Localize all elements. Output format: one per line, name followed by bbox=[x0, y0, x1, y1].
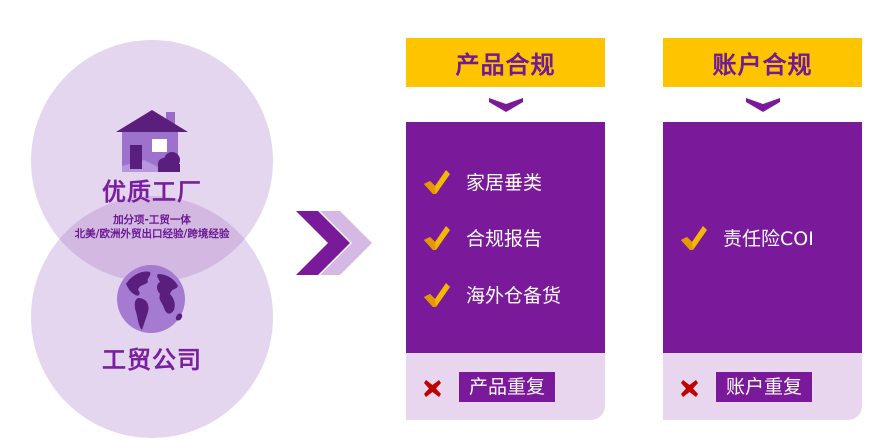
account-compliance-header: 账户合规 bbox=[663, 38, 862, 87]
double-chevron-right-icon bbox=[296, 211, 372, 275]
cross-icon bbox=[424, 379, 441, 397]
checkmark-icon bbox=[424, 225, 450, 250]
cross-icon bbox=[681, 379, 698, 397]
list-item: 责任险COI bbox=[681, 224, 814, 251]
factory-title: 优质工厂 bbox=[102, 178, 202, 206]
checkmark-icon bbox=[424, 282, 450, 307]
list-item: 合规报告 bbox=[424, 224, 542, 251]
item-label: 海外仓备货 bbox=[466, 285, 562, 307]
negative-item: 产品重复 bbox=[424, 372, 556, 402]
negative-label: 账户重复 bbox=[716, 372, 813, 402]
list-item: 海外仓备货 bbox=[424, 281, 561, 308]
item-label: 家居垂类 bbox=[466, 172, 543, 194]
negative-label: 产品重复 bbox=[459, 372, 556, 402]
checkmark-icon bbox=[681, 225, 707, 250]
list-item: 家居垂类 bbox=[424, 168, 542, 195]
product-compliance-card: 家居垂类 合规报告 海外仓备货 产品重复 bbox=[406, 122, 605, 420]
item-label: 责任险COI bbox=[723, 228, 814, 250]
house-icon bbox=[116, 110, 188, 172]
checkmark-icon bbox=[424, 169, 450, 194]
item-label: 合规报告 bbox=[466, 228, 543, 250]
product-compliance-header: 产品合规 bbox=[406, 38, 605, 87]
chevron-down-icon bbox=[746, 98, 780, 112]
globe-icon bbox=[117, 265, 185, 333]
chevron-down-icon bbox=[489, 98, 523, 112]
trading-company-title: 工贸公司 bbox=[102, 346, 202, 374]
negative-item: 账户重复 bbox=[681, 372, 813, 402]
overlap-line-1: 加分项-工贸一体 bbox=[113, 214, 191, 226]
overlap-line-2: 北美/欧洲外贸出口经验/跨境经验 bbox=[74, 228, 230, 240]
account-compliance-card: 责任险COI 账户重复 bbox=[663, 122, 862, 420]
